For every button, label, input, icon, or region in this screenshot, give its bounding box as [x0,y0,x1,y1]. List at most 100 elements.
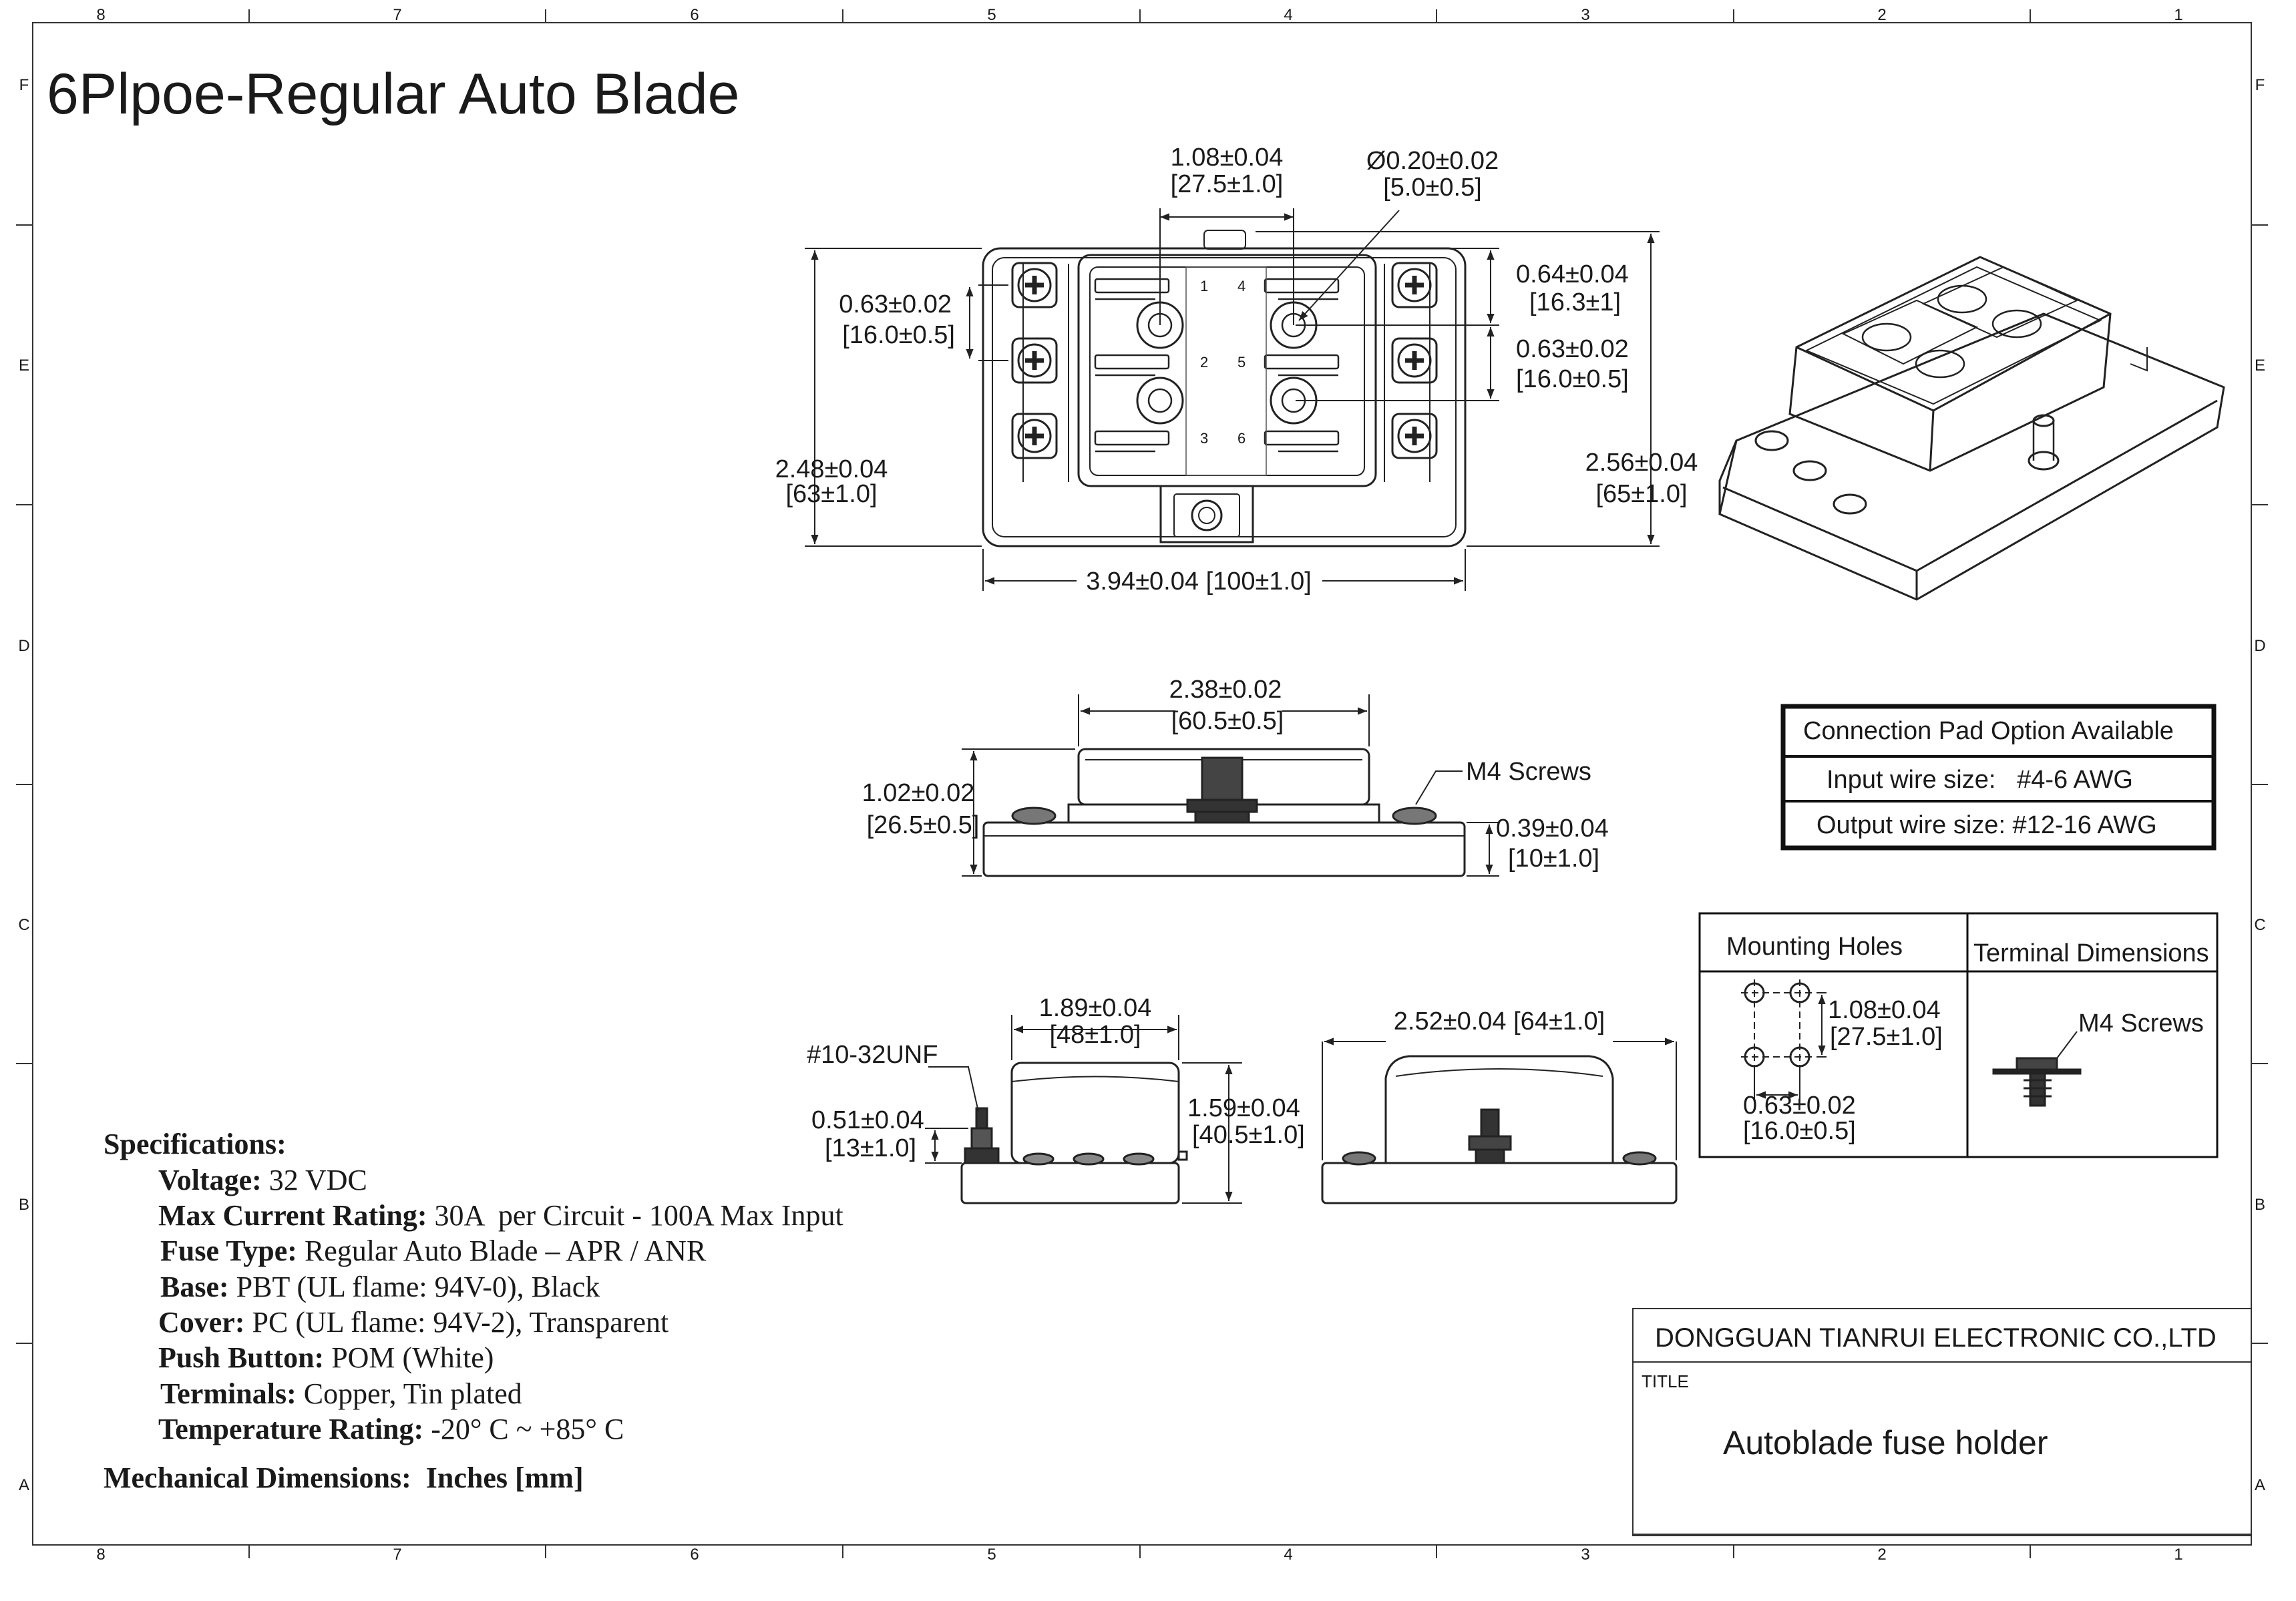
specifications: Specifications: Voltage: 32 VDC Max Curr… [104,1128,843,1494]
spec-value: Regular Auto Blade – APR / ANR [297,1234,707,1267]
dim-label: 2.38±0.02 [1169,676,1282,704]
grid-col-label: 6 [690,1546,699,1564]
spec-key: Push Button: [158,1341,324,1374]
spec-key: Cover: [158,1306,245,1339]
spec-key: Temperature Rating: [158,1413,423,1445]
end-view: 2.52±0.04 [64±1.0] [1321,1007,1678,1204]
dim-label: [63±1.0] [785,480,877,508]
top-view-dimensions [805,208,1660,591]
dim-label: [48±1.0] [1049,1021,1141,1049]
grid-row-label: D [18,637,29,655]
grid-col-label: 8 [96,6,105,24]
dim-label: 0.39±0.04 [1496,815,1609,843]
spec-key: Voltage: [158,1164,262,1196]
grid-col-label: 4 [1284,6,1292,24]
grid-col-label: 3 [1581,6,1589,24]
dim-label: 0.63±0.02 [1743,1092,1856,1120]
title-block: DONGGUAN TIANRUI ELECTRONIC CO.,LTD TITL… [1632,1308,2252,1536]
title-block-label: TITLE [1642,1371,1689,1391]
grid-column-labels-bottom: 8 7 6 5 4 3 2 1 [96,1546,2182,1564]
grid-col-label: 7 [393,6,401,24]
dim-label: [60.5±0.5] [1171,707,1284,735]
connection-pad-row: Input wire size: #4-6 AWG [1827,766,2133,794]
spec-value: Copper, Tin plated [297,1377,522,1410]
sheet-border [16,9,2268,1558]
top-view: 1 4 2 5 3 6 [775,144,1698,596]
side-view-dimensions [925,1015,1242,1204]
dim-label: [16.0±0.5] [842,321,955,349]
dim-label: 1.89±0.04 [1039,994,1152,1022]
end-view-dimensions [1322,1038,1677,1160]
slot-label: 1 [1200,278,1208,294]
spec-value: 30A per Circuit - 100A Max Input [427,1199,843,1232]
dim-label: 0.63±0.02 [1516,335,1629,363]
front-view-body [982,748,1466,877]
front-view-dim-labels: 2.38±0.02 [60.5±0.5] 1.02±0.02 [26.5±0.5… [862,676,1609,873]
slot-label: 6 [1237,430,1246,447]
dim-label: [5.0±0.5] [1383,174,1482,202]
dim-label: 2.52±0.04 [64±1.0] [1394,1007,1605,1036]
dim-label: 0.63±0.02 [839,290,952,318]
spec-value: PBT (UL flame: 94V-0), Black [229,1271,600,1303]
grid-row-label: B [19,1196,29,1214]
spec-key: Base: [160,1271,229,1303]
grid-row-label: C [2254,916,2265,934]
slot-label: 5 [1237,354,1246,371]
spec-value: POM (White) [324,1341,494,1374]
terminal-screws [1011,262,1438,459]
grid-col-label: 7 [393,1546,401,1564]
grid-row-label: F [2255,76,2265,94]
slot-label: 4 [1237,278,1246,294]
dim-label: 1.08±0.04 [1171,144,1284,172]
grid-row-label: F [19,76,29,94]
mounting-holes-heading: Mounting Holes [1726,933,1903,961]
top-view-dim-labels: 1.08±0.04 [27.5±1.0] Ø0.20±0.02 [5.0±0.5… [775,144,1698,596]
screws-label: M4 Screws [1466,758,1591,786]
front-view-dimensions [962,694,1499,877]
slot-numbers: 1 4 2 5 3 6 [1200,278,1246,447]
connection-pad-row: Output wire size: #12-16 AWG [1816,811,2157,839]
grid-row-label: E [2255,357,2265,375]
dim-label: [10±1.0] [1508,845,1599,873]
grid-col-label: 6 [690,6,699,24]
grid-col-label: 2 [1877,1546,1886,1564]
dim-label: [27.5±1.0] [1171,170,1284,198]
spec-line: Voltage: 32 VDC [158,1164,367,1196]
grid-row-label: A [19,1476,29,1494]
spec-line: Fuse Type: Regular Auto Blade – APR / AN… [160,1234,707,1267]
dim-label: 1.59±0.04 [1187,1094,1300,1122]
thread-label: #10-32UNF [807,1041,938,1069]
grid-col-label: 3 [1581,1546,1589,1564]
terminal-sketch [1992,1031,2082,1107]
spec-line: Terminals: Copper, Tin plated [160,1377,522,1410]
spec-line: Cover: PC (UL flame: 94V-2), Transparent [158,1306,668,1339]
spec-value: 32 VDC [262,1164,367,1196]
dim-label: Ø0.20±0.02 [1366,147,1499,175]
isometric-view [1718,256,2225,601]
side-view: 1.89±0.04 [48±1.0] #10-32UNF 0.51±0.04 [… [807,994,1305,1204]
slot-label: 2 [1200,354,1208,371]
specifications-heading: Specifications: [104,1128,286,1160]
terminal-screws-label: M4 Screws [2078,1009,2204,1038]
grid-column-labels-top: 8 7 6 5 4 3 2 1 [96,6,2182,24]
dim-label: [13±1.0] [825,1134,916,1162]
fuse-slots [1094,266,1340,476]
dim-label: [26.5±0.5] [867,811,980,839]
connection-pad-heading: Connection Pad Option Available [1803,717,2174,745]
terminal-dimensions-heading: Terminal Dimensions [1973,939,2209,967]
title-block-title: Autoblade fuse holder [1723,1424,2048,1461]
grid-col-label: 5 [987,1546,996,1564]
spec-key: Terminals: [160,1377,297,1410]
spec-line: Temperature Rating: -20° C ~ +85° C [158,1413,624,1445]
connection-pad-box: Connection Pad Option Available Input wi… [1780,704,2217,851]
side-view-dim-labels: 1.89±0.04 [48±1.0] #10-32UNF 0.51±0.04 [… [807,994,1305,1162]
dim-label: 2.48±0.04 [775,455,888,483]
grid-col-label: 8 [96,1546,105,1564]
dim-label: 0.64±0.04 [1516,260,1629,288]
spec-value: -20° C ~ +85° C [423,1413,624,1445]
company-name: DONGGUAN TIANRUI ELECTRONIC CO.,LTD [1655,1323,2217,1353]
mechanical-dimensions-note: Mechanical Dimensions: Inches [mm] [104,1461,584,1494]
dim-label: [16.3±1] [1529,288,1621,316]
grid-col-label: 1 [2174,1546,2182,1564]
